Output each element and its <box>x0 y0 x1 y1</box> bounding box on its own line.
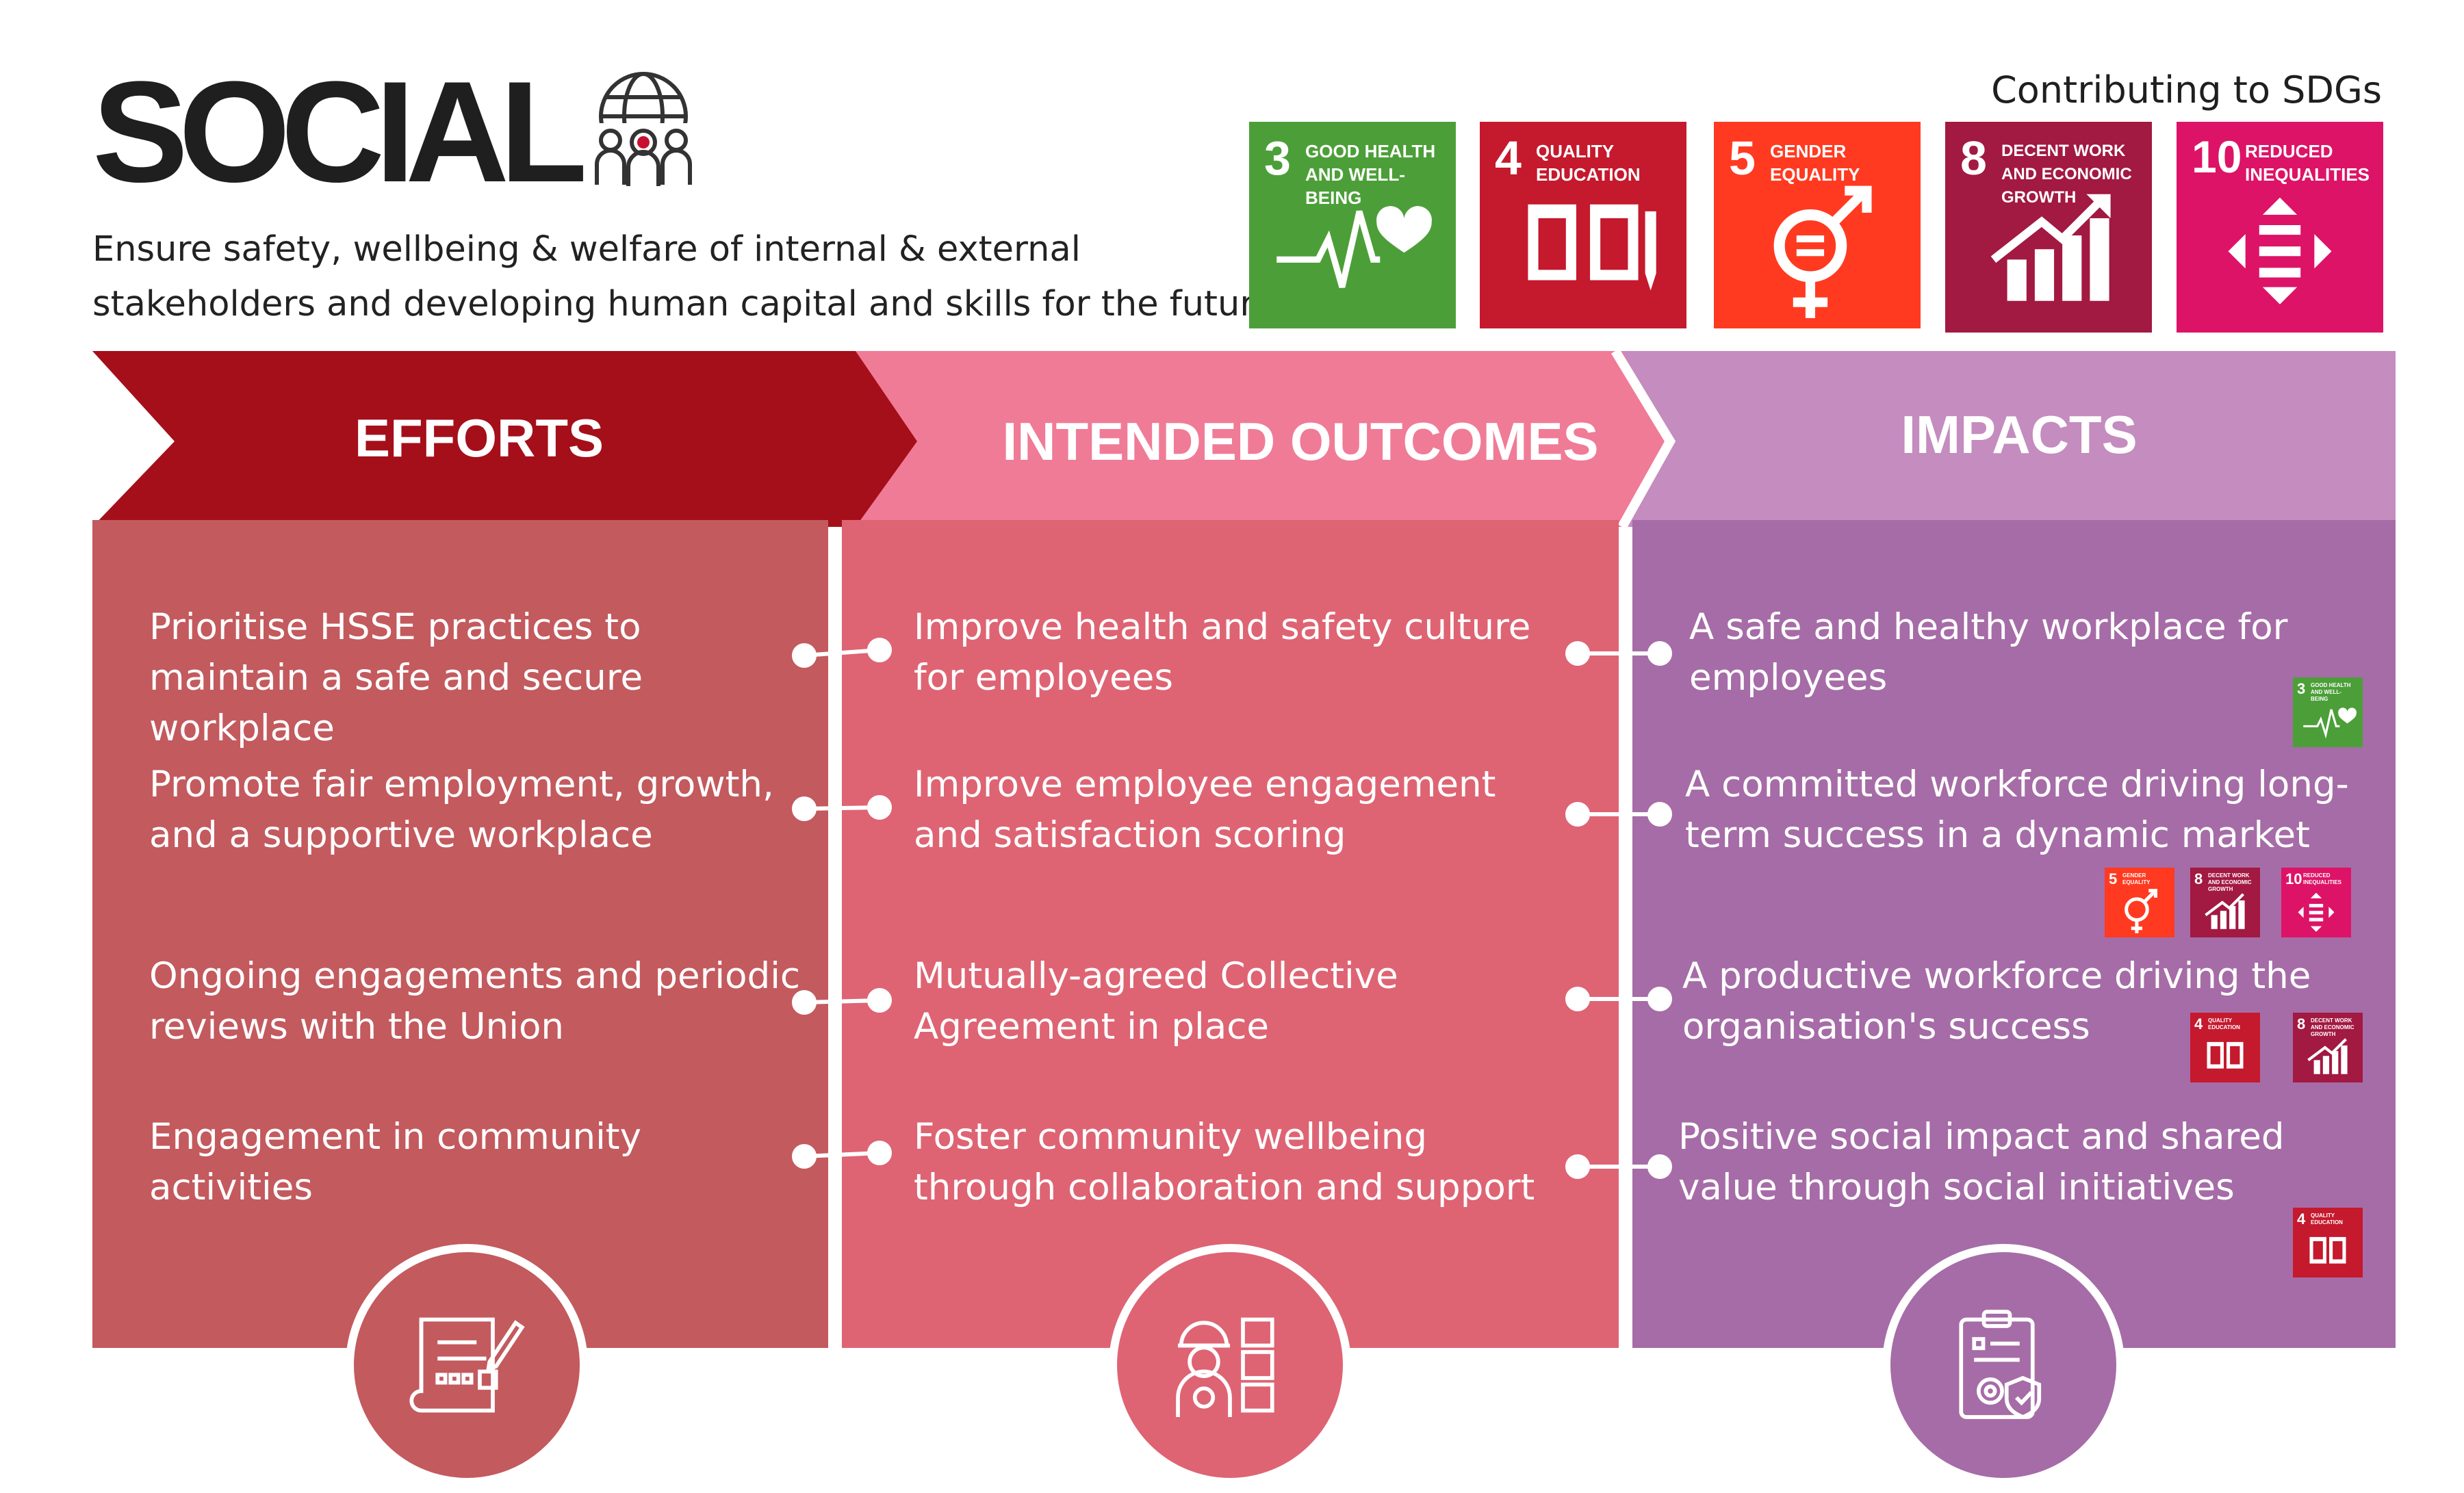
growth-chart-icon <box>2205 893 2245 929</box>
outcomes-heading: INTENDED OUTCOMES <box>1002 411 1599 471</box>
impacts-header-shape <box>1615 351 2396 527</box>
heartbeat-icon <box>1276 206 1432 288</box>
gender-equality-icon <box>1773 185 1872 318</box>
outcomes-column <box>842 520 1619 1348</box>
impacts-item: A productive workforce driving the organ… <box>1682 955 2311 1048</box>
impacts-item: A committed workforce driving long-term … <box>1685 764 2349 856</box>
sdg-number: 4 <box>1495 131 1522 185</box>
efforts-item: Ongoing engagements and periodic reviews… <box>149 955 801 1048</box>
efforts-column <box>92 520 828 1348</box>
mini-sdg-4: 4 Quality Education <box>2190 1013 2260 1082</box>
reduced-inequalities-icon <box>2298 892 2335 932</box>
page-title: SOCIAL <box>92 51 587 212</box>
worker-boxes-icon <box>1176 1317 1274 1417</box>
sdg-number: 8 <box>1960 131 1987 185</box>
mini-sdg-3: 3 Good Health and Well-Being <box>2293 677 2363 747</box>
blueprint-icon <box>409 1317 525 1413</box>
globe-people-icon <box>595 72 692 192</box>
efforts-heading: EFFORTS <box>355 408 604 468</box>
mini-sdg-5: 5 Gender Equality <box>2105 868 2174 937</box>
mini-sdg-number: 4 <box>2297 1210 2306 1228</box>
book-icon <box>2207 1041 2244 1069</box>
mini-sdg-label: Quality Education <box>2311 1212 2343 1225</box>
sdg-tile-8: 8 Decent Work and Economic Growth <box>1945 122 2152 333</box>
sdg-number: 3 <box>1264 131 1291 185</box>
mini-sdg-number: 3 <box>2297 680 2306 697</box>
mini-sdg-number: 4 <box>2194 1015 2203 1033</box>
column-header-band <box>92 348 2396 530</box>
heartbeat-icon <box>2303 707 2357 739</box>
impacts-icon-circle <box>1882 1244 2125 1486</box>
book-icon <box>1528 204 1656 291</box>
mini-sdg-label: Decent Work and Economic Growth <box>2311 1017 2354 1037</box>
mini-sdg-number: 10 <box>2285 870 2302 887</box>
efforts-item: Promote fair employment, growth, and a s… <box>149 764 774 856</box>
gender-equality-icon <box>2125 889 2158 933</box>
sdg-label: Gender Equality <box>1770 141 1860 185</box>
sdg-label: Reduced Inequalities <box>2245 141 2370 185</box>
mini-sdg-4: 4 Quality Education <box>2293 1208 2363 1277</box>
mini-sdg-label: Good Health and Well-Being <box>2311 682 2351 702</box>
mini-sdg-number: 5 <box>2109 870 2118 887</box>
sdg-number: 10 <box>2192 131 2242 182</box>
impacts-item: A safe and healthy workplace for employe… <box>1689 606 2288 699</box>
outcomes-item: Improve health and safety culture for em… <box>914 606 1531 699</box>
sdg-number: 5 <box>1729 131 1756 185</box>
sdg-label: Good Health and Well-Being <box>1305 141 1436 208</box>
sdg-tile-4: 4 Quality Education <box>1480 122 1686 328</box>
impacts-column <box>1632 520 2396 1348</box>
outcomes-item: Foster community wellbeing through colla… <box>914 1116 1535 1208</box>
outcomes-icon-circle <box>1109 1244 1351 1486</box>
sdg-label: Decent Work and Economic Growth <box>2001 142 2132 207</box>
mini-sdg-label: Decent Work and Economic Growth <box>2208 872 2252 892</box>
mini-sdg-number: 8 <box>2297 1015 2306 1033</box>
mini-sdg-label: Reduced Inequalities <box>2303 872 2342 885</box>
book-icon <box>2309 1236 2346 1264</box>
sdg-label: Quality Education <box>1536 141 1641 185</box>
efforts-item: Prioritise HSSE practices to maintain a … <box>149 606 643 749</box>
reduced-inequalities-icon <box>2228 197 2332 304</box>
impacts-heading: IMPACTS <box>1901 404 2138 465</box>
sdg-tile-10: 10 Reduced Inequalities <box>2177 122 2383 333</box>
mini-sdg-number: 8 <box>2194 870 2203 887</box>
sdg-tile-5: 5 Gender Equality <box>1714 122 1921 328</box>
page-subtitle: Ensure safety, wellbeing & welfare of in… <box>92 229 1275 324</box>
mini-sdg-10: 10 Reduced Inequalities <box>2281 868 2351 937</box>
sdg-tile-3: 3 Good Health and Well-Being <box>1249 122 1456 328</box>
efforts-item: Engagement in community activities <box>149 1116 641 1208</box>
mini-sdg-8: 8 Decent Work and Economic Growth <box>2293 1013 2363 1082</box>
mini-sdg-label: Gender Equality <box>2122 872 2151 885</box>
outcomes-item: Improve employee engagement and satisfac… <box>914 764 1496 856</box>
clipboard-gear-icon <box>1959 1310 2042 1420</box>
sdg-heading: Contributing to SDGs <box>1991 68 2382 112</box>
mini-sdg-8: 8 Decent Work and Economic Growth <box>2190 868 2260 937</box>
mini-sdg-label: Quality Education <box>2208 1017 2240 1030</box>
efforts-header-shape <box>92 351 917 527</box>
growth-chart-icon <box>2307 1038 2348 1074</box>
impacts-item: Positive social impact and shared value … <box>1678 1116 2285 1208</box>
growth-chart-icon <box>1990 194 2111 301</box>
outcomes-header-shape <box>828 351 1670 527</box>
efforts-icon-circle <box>346 1244 588 1486</box>
outcomes-item: Mutually-agreed Collective Agreement in … <box>914 955 1398 1048</box>
